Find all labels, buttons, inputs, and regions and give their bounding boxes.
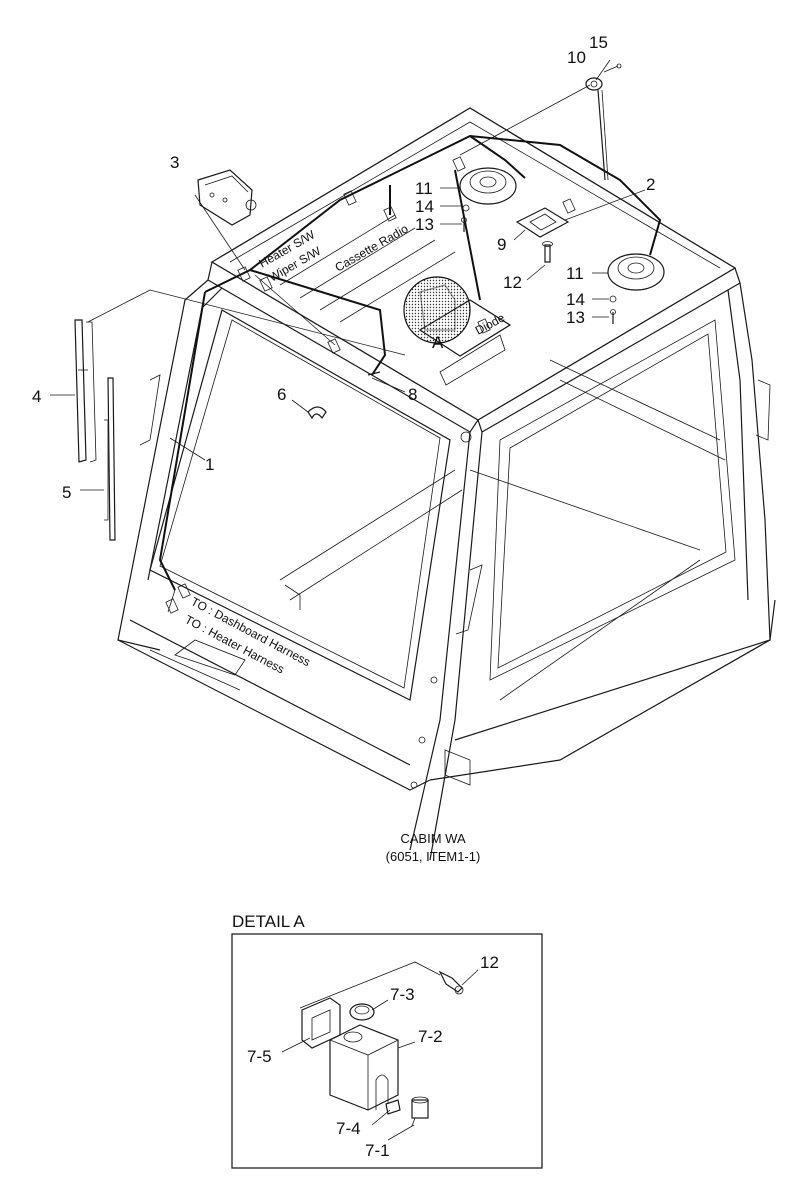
callout-14-top: 14 <box>415 197 434 216</box>
part-8-hose <box>367 371 381 376</box>
part-4-wiper-arm <box>74 319 97 463</box>
cabin-ref-line1: CABIM WA <box>400 831 466 846</box>
detail-callout-7-1: 7-1 <box>365 1141 390 1160</box>
part-13-14-right <box>609 295 617 324</box>
callout-6: 6 <box>277 385 286 404</box>
detail-a-panel: DETAIL A <box>231 912 543 1169</box>
callout-14-right: 14 <box>566 290 585 309</box>
callout-10: 10 <box>567 48 586 67</box>
callout-a: A <box>432 333 444 352</box>
detail-callout-7-5: 7-5 <box>247 1047 272 1066</box>
detail-part-7-2-tank <box>329 1024 399 1111</box>
part-13-14-top <box>461 204 470 232</box>
cabin-reference: CABIM WA (6051, ITEM1-1) <box>386 831 481 864</box>
detail-part-7-5-bracket <box>301 997 341 1049</box>
part-11-speaker-top <box>459 167 517 205</box>
callout-8: 8 <box>408 385 417 404</box>
callout-11-right: 11 <box>566 264 584 283</box>
detail-part-7-4-nozzle <box>385 1099 401 1115</box>
windshield-frame <box>149 309 451 701</box>
callout-11-top: 11 <box>415 179 433 198</box>
front-left-pillar <box>117 279 209 651</box>
detail-part-7-3-cap <box>349 1003 375 1021</box>
detail-part-7-1-pump <box>411 1096 429 1127</box>
detail-callout-7-4: 7-4 <box>336 1119 361 1138</box>
callout-5: 5 <box>62 483 71 502</box>
rear-right-pillar <box>739 282 771 641</box>
part-6-clip <box>307 406 327 420</box>
part-3-switch <box>197 169 257 226</box>
callout-9: 9 <box>497 235 506 254</box>
cabin-frame <box>117 107 776 861</box>
callout-3: 3 <box>170 153 179 172</box>
detail-callout-7-3: 7-3 <box>390 985 415 1004</box>
callout-15: 15 <box>589 33 608 52</box>
wire-harness <box>158 134 662 614</box>
detail-callout-7-2: 7-2 <box>418 1027 443 1046</box>
part-10-antenna <box>585 63 622 181</box>
leader-lines <box>50 59 646 491</box>
side-window <box>489 319 736 681</box>
front-right-pillar <box>409 431 471 851</box>
callout-4: 4 <box>32 387 41 406</box>
part-9-bracket <box>515 207 570 238</box>
detail-a-title: DETAIL A <box>232 912 305 931</box>
detail-callout-12: 12 <box>480 953 499 972</box>
callout-2: 2 <box>646 175 655 194</box>
part-12-bolt <box>542 241 553 263</box>
part-11-speaker-right <box>607 253 665 291</box>
detail-part-12-bolt <box>438 970 464 995</box>
callout-1: 1 <box>205 455 214 474</box>
detail-a-marker: A <box>403 276 471 352</box>
callout-12: 12 <box>503 273 522 292</box>
detail-a-frame <box>231 933 543 1169</box>
callout-13-top: 13 <box>415 215 434 234</box>
callout-13-right: 13 <box>566 308 585 327</box>
part-5-wiper-blade <box>104 377 116 541</box>
callout-numbers: 1 2 3 4 5 6 8 9 10 15 11 14 13 12 11 14 … <box>32 33 655 502</box>
cabin-ref-line2: (6051, ITEM1-1) <box>386 849 481 864</box>
